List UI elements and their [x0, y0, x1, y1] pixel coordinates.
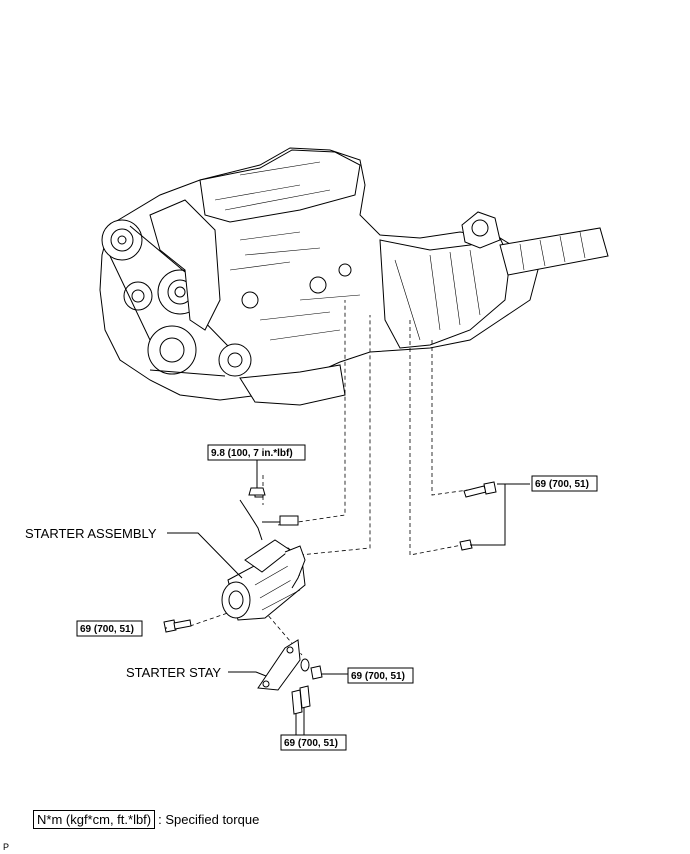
torque-value: 69 (700, 51): [80, 624, 134, 635]
torque-value: 69 (700, 51): [535, 479, 589, 490]
torque-unit-box: N*m (kgf*cm, ft.*lbf): [33, 810, 156, 829]
starter-stay-part: [257, 639, 301, 691]
torque-value: 69 (700, 51): [351, 671, 405, 682]
torque-callout-2: 69 (700, 51): [531, 475, 598, 492]
torque-legend: N*m (kgf*cm, ft.*lbf) : Specified torque: [33, 810, 259, 829]
torque-callout-1: 9.8 (100, 7 in.*lbf): [207, 444, 306, 461]
fasteners: [163, 481, 497, 715]
torque-value: 69 (700, 51): [284, 738, 338, 749]
torque-callout-5: 69 (700, 51): [280, 734, 347, 751]
torque-callout-4: 69 (700, 51): [347, 667, 414, 684]
torque-value: 9.8 (100, 7 in.*lbf): [211, 448, 293, 459]
callout-leaders: [165, 460, 530, 735]
starter-assembly-part: [221, 489, 306, 621]
torque-legend-text: : Specified torque: [158, 812, 260, 827]
corner-code: P: [3, 842, 10, 852]
engine-transmission-illustration: [99, 147, 609, 406]
starter-stay-label: STARTER STAY: [126, 665, 221, 680]
starter-assembly-label: STARTER ASSEMBLY: [25, 526, 157, 541]
torque-callout-3: 69 (700, 51): [76, 620, 143, 637]
